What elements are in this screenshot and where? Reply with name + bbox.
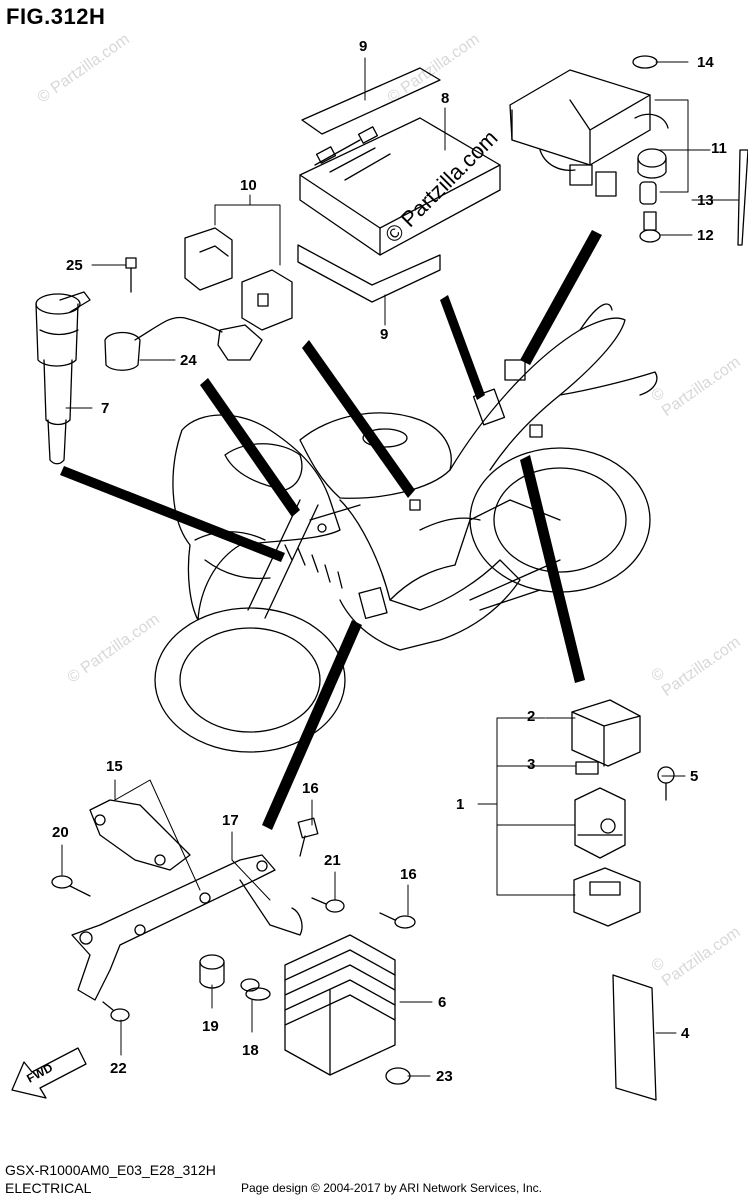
callout-7[interactable]: 7 (101, 400, 110, 417)
bolt-21 (311, 897, 345, 913)
nut-23 (385, 1067, 411, 1085)
model-code: GSX-R1000AM0_E03_E28_312H (5, 1162, 216, 1178)
fwd-arrow-icon (11, 1047, 87, 1099)
callout-3[interactable]: 3 (527, 756, 536, 773)
battery-tray (509, 69, 669, 197)
motorcycle-outline (154, 303, 658, 753)
callout-16-upper[interactable]: 16 (302, 780, 319, 797)
collar-18 (240, 978, 271, 1001)
connector-set (184, 227, 293, 331)
callout-16-lower[interactable]: 16 (400, 866, 417, 883)
bolt-20 (51, 875, 91, 897)
callout-11[interactable]: 11 (711, 140, 727, 157)
mounting-bracket (71, 854, 303, 1001)
callout-15[interactable]: 15 (106, 758, 123, 775)
callout-10[interactable]: 10 (240, 177, 257, 194)
fuse-3 (575, 761, 599, 775)
callout-19[interactable]: 19 (202, 1018, 219, 1035)
bolt-16-lower (379, 912, 416, 929)
relay-cover-2 (571, 699, 641, 767)
callout-9-upper[interactable]: 9 (359, 38, 368, 55)
callout-18[interactable]: 18 (242, 1042, 259, 1059)
bolt-12 (639, 211, 661, 243)
callout-4[interactable]: 4 (681, 1025, 690, 1042)
callout-22[interactable]: 22 (110, 1060, 127, 1077)
callout-9-lower[interactable]: 9 (380, 326, 389, 343)
cushion-11 (637, 148, 667, 205)
instruction-sheet-4 (612, 974, 657, 1101)
bolt-16-upper (297, 817, 319, 857)
callout-1[interactable]: 1 (456, 796, 465, 813)
pad-upper (301, 67, 441, 135)
callout-8[interactable]: 8 (441, 90, 450, 107)
callout-23[interactable]: 23 (436, 1068, 453, 1085)
credit-line: Page design © 2004-2017 by ARI Network S… (241, 1181, 543, 1195)
callout-6[interactable]: 6 (438, 994, 447, 1011)
bracket-holder-15 (89, 799, 191, 871)
callout-20[interactable]: 20 (52, 824, 69, 841)
callout-14[interactable]: 14 (697, 54, 714, 71)
relay-body (574, 787, 626, 859)
relay-holder (573, 867, 641, 927)
callout-17[interactable]: 17 (222, 812, 239, 829)
ecm-unit (299, 117, 501, 256)
bolt-22 (102, 1001, 130, 1022)
leader-lines (61, 57, 739, 1077)
callout-12[interactable]: 12 (697, 227, 714, 244)
callout-13[interactable]: 13 (697, 192, 714, 209)
regulator-rectifier (284, 934, 396, 1076)
bolt-25 (125, 257, 137, 293)
section-title: ELECTRICAL (5, 1180, 92, 1196)
callout-2[interactable]: 2 (527, 708, 536, 725)
callout-5[interactable]: 5 (690, 768, 699, 785)
pad-lower (297, 244, 441, 303)
grommet-14 (632, 55, 658, 69)
screw-5 (657, 766, 675, 801)
ignition-coil (35, 291, 91, 465)
spacer-19 (199, 954, 225, 989)
cam-sensor (104, 316, 263, 371)
figure-id: FIG.312H (6, 4, 106, 29)
pointer-arrows (60, 230, 602, 830)
callout-24[interactable]: 24 (180, 352, 197, 369)
cable-tie-13 (737, 149, 748, 246)
callout-21[interactable]: 21 (324, 852, 341, 869)
callout-25[interactable]: 25 (66, 257, 83, 274)
